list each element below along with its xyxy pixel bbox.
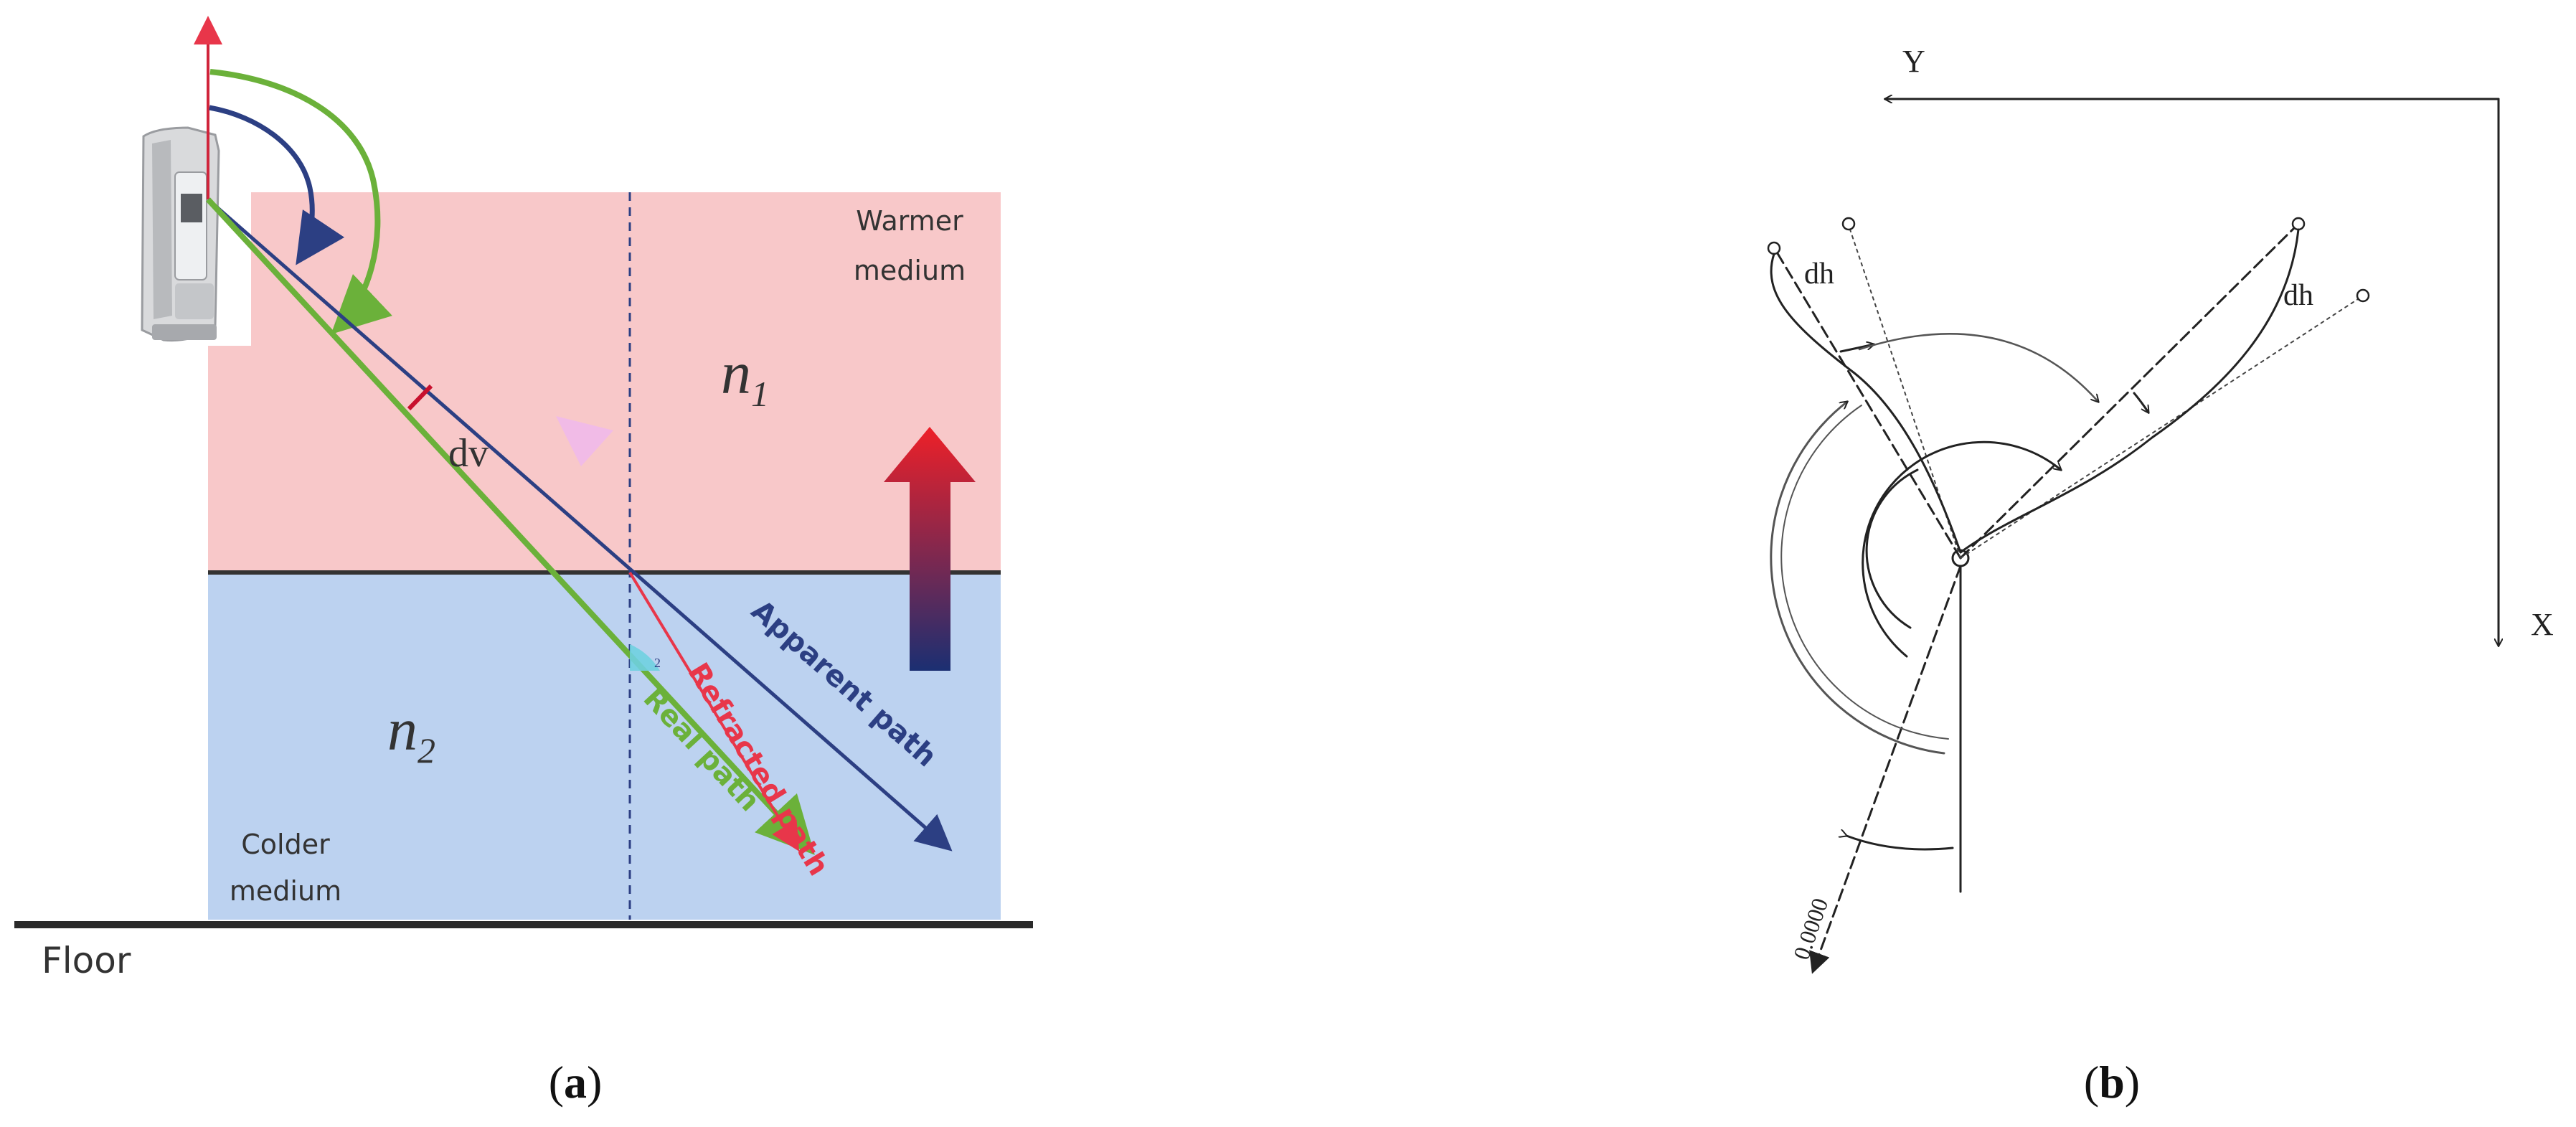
right-measured-direction (1959, 225, 2297, 560)
large-angle-arc-outer (1770, 402, 1945, 755)
warmer-medium-region (208, 192, 1001, 571)
right-dh-label: dh (2283, 279, 2313, 312)
colder-medium-label: Colder (241, 829, 330, 860)
warmer-medium-label: Warmer (856, 205, 963, 237)
green-zenith-arc (209, 69, 392, 335)
panel-a: 2 Warmer medium n1 n2 dv Colder medium F… (14, 16, 1033, 1108)
refracted-path-line (628, 571, 800, 852)
temperature-gradient-arrow (884, 427, 976, 671)
left-measured-direction (1775, 250, 1962, 560)
n1-label: n1 (721, 340, 769, 414)
warmer-medium-label-line2: medium (854, 255, 966, 286)
colder-medium-label-line2: medium (230, 875, 341, 907)
medium-angle-arc (1862, 440, 2061, 658)
n2-label: n2 (387, 697, 435, 770)
zero-arc (1846, 836, 1954, 851)
right-target-point (2291, 217, 2306, 231)
total-station-icon (133, 123, 251, 346)
apparent-path-line (207, 198, 953, 852)
refraction-angle-marker (630, 644, 660, 671)
right-true-direction (1960, 297, 2361, 559)
blue-zenith-arc (209, 105, 345, 265)
left-dh-label: dh (1804, 258, 1834, 291)
right-dh-arc (2133, 392, 2148, 412)
large-angle-arc-inner (1780, 405, 1949, 740)
x-axis-label: X (2531, 607, 2554, 642)
colder-medium-region (208, 571, 1001, 920)
inner-angle-arc (1865, 468, 1919, 629)
left-refracted-curve (1770, 253, 1962, 554)
left-dh-arc (1839, 344, 1874, 353)
left-target-point (1767, 241, 1781, 255)
left-true-point (1841, 217, 1856, 231)
incidence-angle-marker (556, 416, 613, 466)
real-path-line (206, 197, 815, 855)
floor-label: Floor (42, 940, 131, 981)
dv-label: dv (448, 431, 489, 476)
caption-b: (b) (2084, 1057, 2140, 1108)
right-refracted-curve (1959, 228, 2300, 554)
y-axis-label: Y (1902, 44, 1925, 79)
caption-a: (a) (549, 1057, 603, 1108)
refraction-angle-label: 2 (654, 656, 661, 670)
dv-marker (407, 384, 433, 411)
top-angle-arc (1858, 333, 2098, 402)
right-true-point (2356, 288, 2370, 303)
panel-b: Y X 0.0000 dh dh (b) (1767, 44, 2554, 1108)
zero-direction-label: 0.0000 (1788, 895, 1834, 963)
zero-direction-line (1809, 565, 1962, 974)
